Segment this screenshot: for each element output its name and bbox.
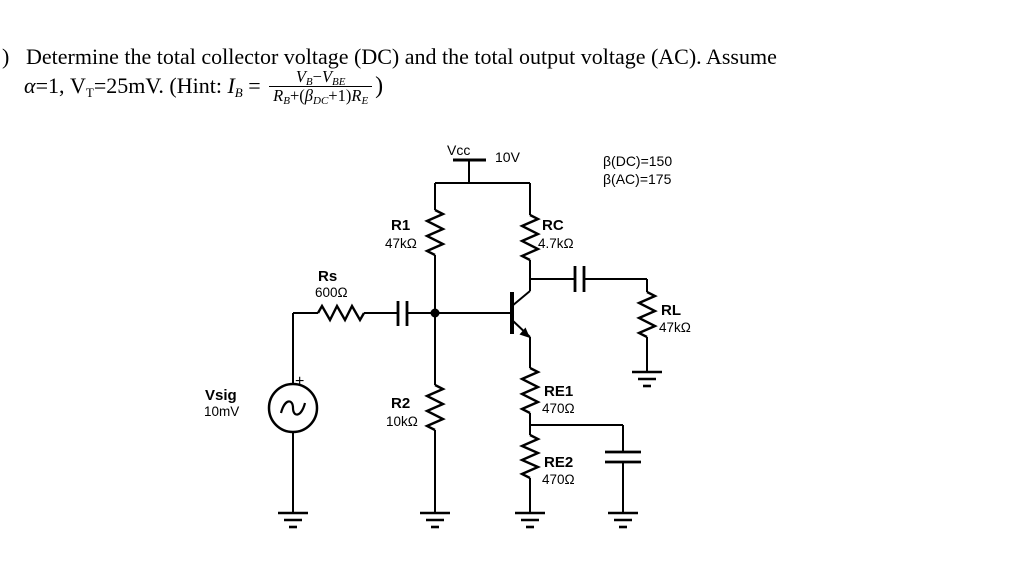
fraction-denominator: RB+(βDC+1)RE <box>269 86 373 107</box>
r2-label: R2 <box>391 395 410 412</box>
resistor-rc <box>519 183 541 279</box>
vcc-value: 10V <box>495 149 521 165</box>
rc-value: 4.7kΩ <box>538 236 574 251</box>
problem-line-1: ) Determine the total collector voltage … <box>2 44 777 70</box>
sine-wave-icon <box>279 400 307 416</box>
emitter-arrow-icon <box>519 327 530 338</box>
base-junction-dot <box>430 308 440 318</box>
r1-label: R1 <box>391 217 410 234</box>
vt-subscript: T <box>85 84 94 100</box>
fraction-numerator: VB−VBE <box>295 67 346 88</box>
list-marker: ) <box>2 44 10 69</box>
problem-text: Determine the total collector voltage (D… <box>26 44 777 69</box>
resistor-re1 <box>519 366 623 435</box>
rl-label: RL <box>661 302 681 319</box>
ground-re2-icon <box>515 511 545 529</box>
resistor-re2 <box>519 433 541 513</box>
ib-subscript: B <box>234 84 243 100</box>
re1-value: 470Ω <box>542 401 575 416</box>
ground-vsig-icon <box>278 511 308 529</box>
ground-bypass-icon <box>608 511 638 529</box>
vcc-supply-symbol <box>435 158 530 184</box>
resistor-r2 <box>424 383 446 513</box>
formula-text: α=1, VT=25mV. (Hint: IB = <box>24 72 267 100</box>
resistor-rl <box>636 279 658 372</box>
ground-r2-icon <box>420 511 450 529</box>
ac-source-vsig <box>267 313 319 513</box>
transistor-q1 <box>510 279 531 368</box>
r1-value: 47kΩ <box>385 236 417 251</box>
ground-rl-icon <box>632 370 662 388</box>
closing-paren: ) <box>375 73 384 100</box>
output-coupling-capacitor <box>530 266 647 292</box>
vsig-label: Vsig <box>205 387 237 404</box>
problem-line-2: α=1, VT=25mV. (Hint: IB = VB−VBE RB+(βDC… <box>24 67 384 107</box>
vsig-value: 10mV <box>204 404 239 419</box>
beta-ac-annotation: β(AC)=175 <box>603 171 672 187</box>
vsig-polarity-plus: + <box>295 373 304 390</box>
rs-value: 600Ω <box>315 285 348 300</box>
r2-value: 10kΩ <box>386 414 418 429</box>
rc-label: RC <box>542 217 564 234</box>
ib-variable: I <box>227 72 235 98</box>
re1-label: RE1 <box>544 383 573 400</box>
input-coupling-capacitor <box>396 301 512 326</box>
resistor-rs <box>293 303 398 323</box>
re2-value: 470Ω <box>542 472 575 487</box>
vcc-label: Vcc <box>447 142 470 158</box>
re2-label: RE2 <box>544 454 573 471</box>
rl-value: 47kΩ <box>659 320 691 335</box>
alpha-symbol: α <box>24 72 36 98</box>
resistor-r1 <box>424 183 446 385</box>
formula-fraction: VB−VBE RB+(βDC+1)RE <box>269 67 373 107</box>
bypass-capacitor <box>605 425 641 513</box>
rs-label: Rs <box>318 268 337 285</box>
beta-dc-annotation: β(DC)=150 <box>603 153 672 169</box>
